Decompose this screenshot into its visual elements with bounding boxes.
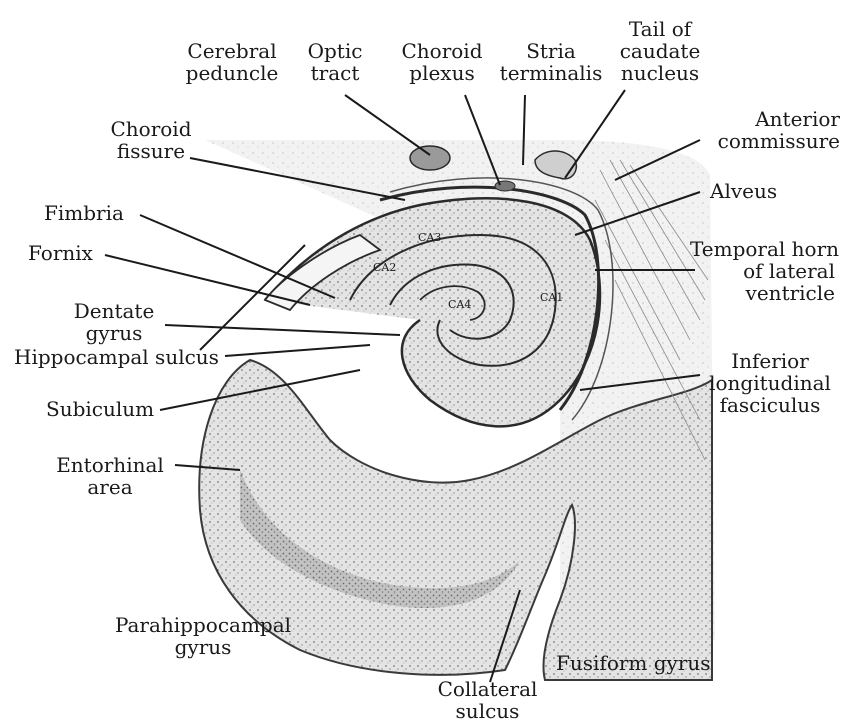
label-collateral-sulcus: Collateral sulcus <box>425 678 550 719</box>
label-anterior-commissure: Anterior commissure <box>700 108 840 152</box>
label-line: area <box>50 476 170 498</box>
label-fornix: Fornix <box>28 242 93 264</box>
label-line: Choroid <box>96 118 206 140</box>
label-choroid-plexus: Choroid plexus <box>392 40 492 84</box>
label-line: of lateral <box>690 260 835 282</box>
label-tail-caudate: Tail of caudate nucleus <box>615 18 705 84</box>
ca2-label: CA2 <box>373 262 396 274</box>
label-alveus: Alveus <box>710 180 777 202</box>
label-temporal-horn: Temporal horn of lateral ventricle <box>690 238 835 304</box>
label-line: gyrus <box>54 322 174 344</box>
label-line: ventricle <box>690 282 835 304</box>
label-line: Entorhinal <box>50 454 170 476</box>
label-cerebral-peduncle: Cerebral peduncle <box>172 40 292 84</box>
label-fusiform-gyrus: Fusiform gyrus <box>556 652 711 674</box>
label-line: Tail of <box>615 18 705 40</box>
label-line: peduncle <box>172 62 292 84</box>
label-parahippocampal-gyrus: Parahippocampal gyrus <box>108 614 298 658</box>
label-hippocampal-sulcus: Hippocampal sulcus <box>14 346 219 368</box>
label-fimbria: Fimbria <box>44 202 124 224</box>
label-line: caudate <box>615 40 705 62</box>
label-line: Dentate <box>54 300 174 322</box>
label-line: gyrus <box>108 636 298 658</box>
label-line: Temporal horn <box>690 238 835 260</box>
label-line: Collateral <box>425 678 550 700</box>
label-line: fasciculus <box>700 394 840 416</box>
label-line: Parahippocampal <box>108 614 298 636</box>
label-line: Optic <box>300 40 370 62</box>
label-line: Choroid <box>392 40 492 62</box>
label-subiculum: Subiculum <box>46 398 154 420</box>
label-line: plexus <box>392 62 492 84</box>
label-stria-terminalis: Stria terminalis <box>496 40 606 84</box>
ca4-label: CA4 <box>448 299 471 311</box>
label-line: Cerebral <box>172 40 292 62</box>
label-line: sulcus <box>425 700 550 719</box>
label-line: fissure <box>96 140 206 162</box>
label-line: terminalis <box>496 62 606 84</box>
ca3-label: CA3 <box>418 232 441 244</box>
label-dentate-gyrus: Dentate gyrus <box>54 300 174 344</box>
label-entorhinal-area: Entorhinal area <box>50 454 170 498</box>
label-line: commissure <box>700 130 840 152</box>
label-line: Stria <box>496 40 606 62</box>
optic-tract-blob <box>410 146 450 170</box>
label-line: Anterior <box>700 108 840 130</box>
label-line: longitudinal <box>700 372 840 394</box>
label-line: tract <box>300 62 370 84</box>
label-inferior-longitudinal-fasciculus: Inferior longitudinal fasciculus <box>700 350 840 416</box>
ca1-label: CA1 <box>540 292 563 304</box>
label-optic-tract: Optic tract <box>300 40 370 84</box>
label-line: nucleus <box>615 62 705 84</box>
label-line: Inferior <box>700 350 840 372</box>
label-choroid-fissure: Choroid fissure <box>96 118 206 162</box>
